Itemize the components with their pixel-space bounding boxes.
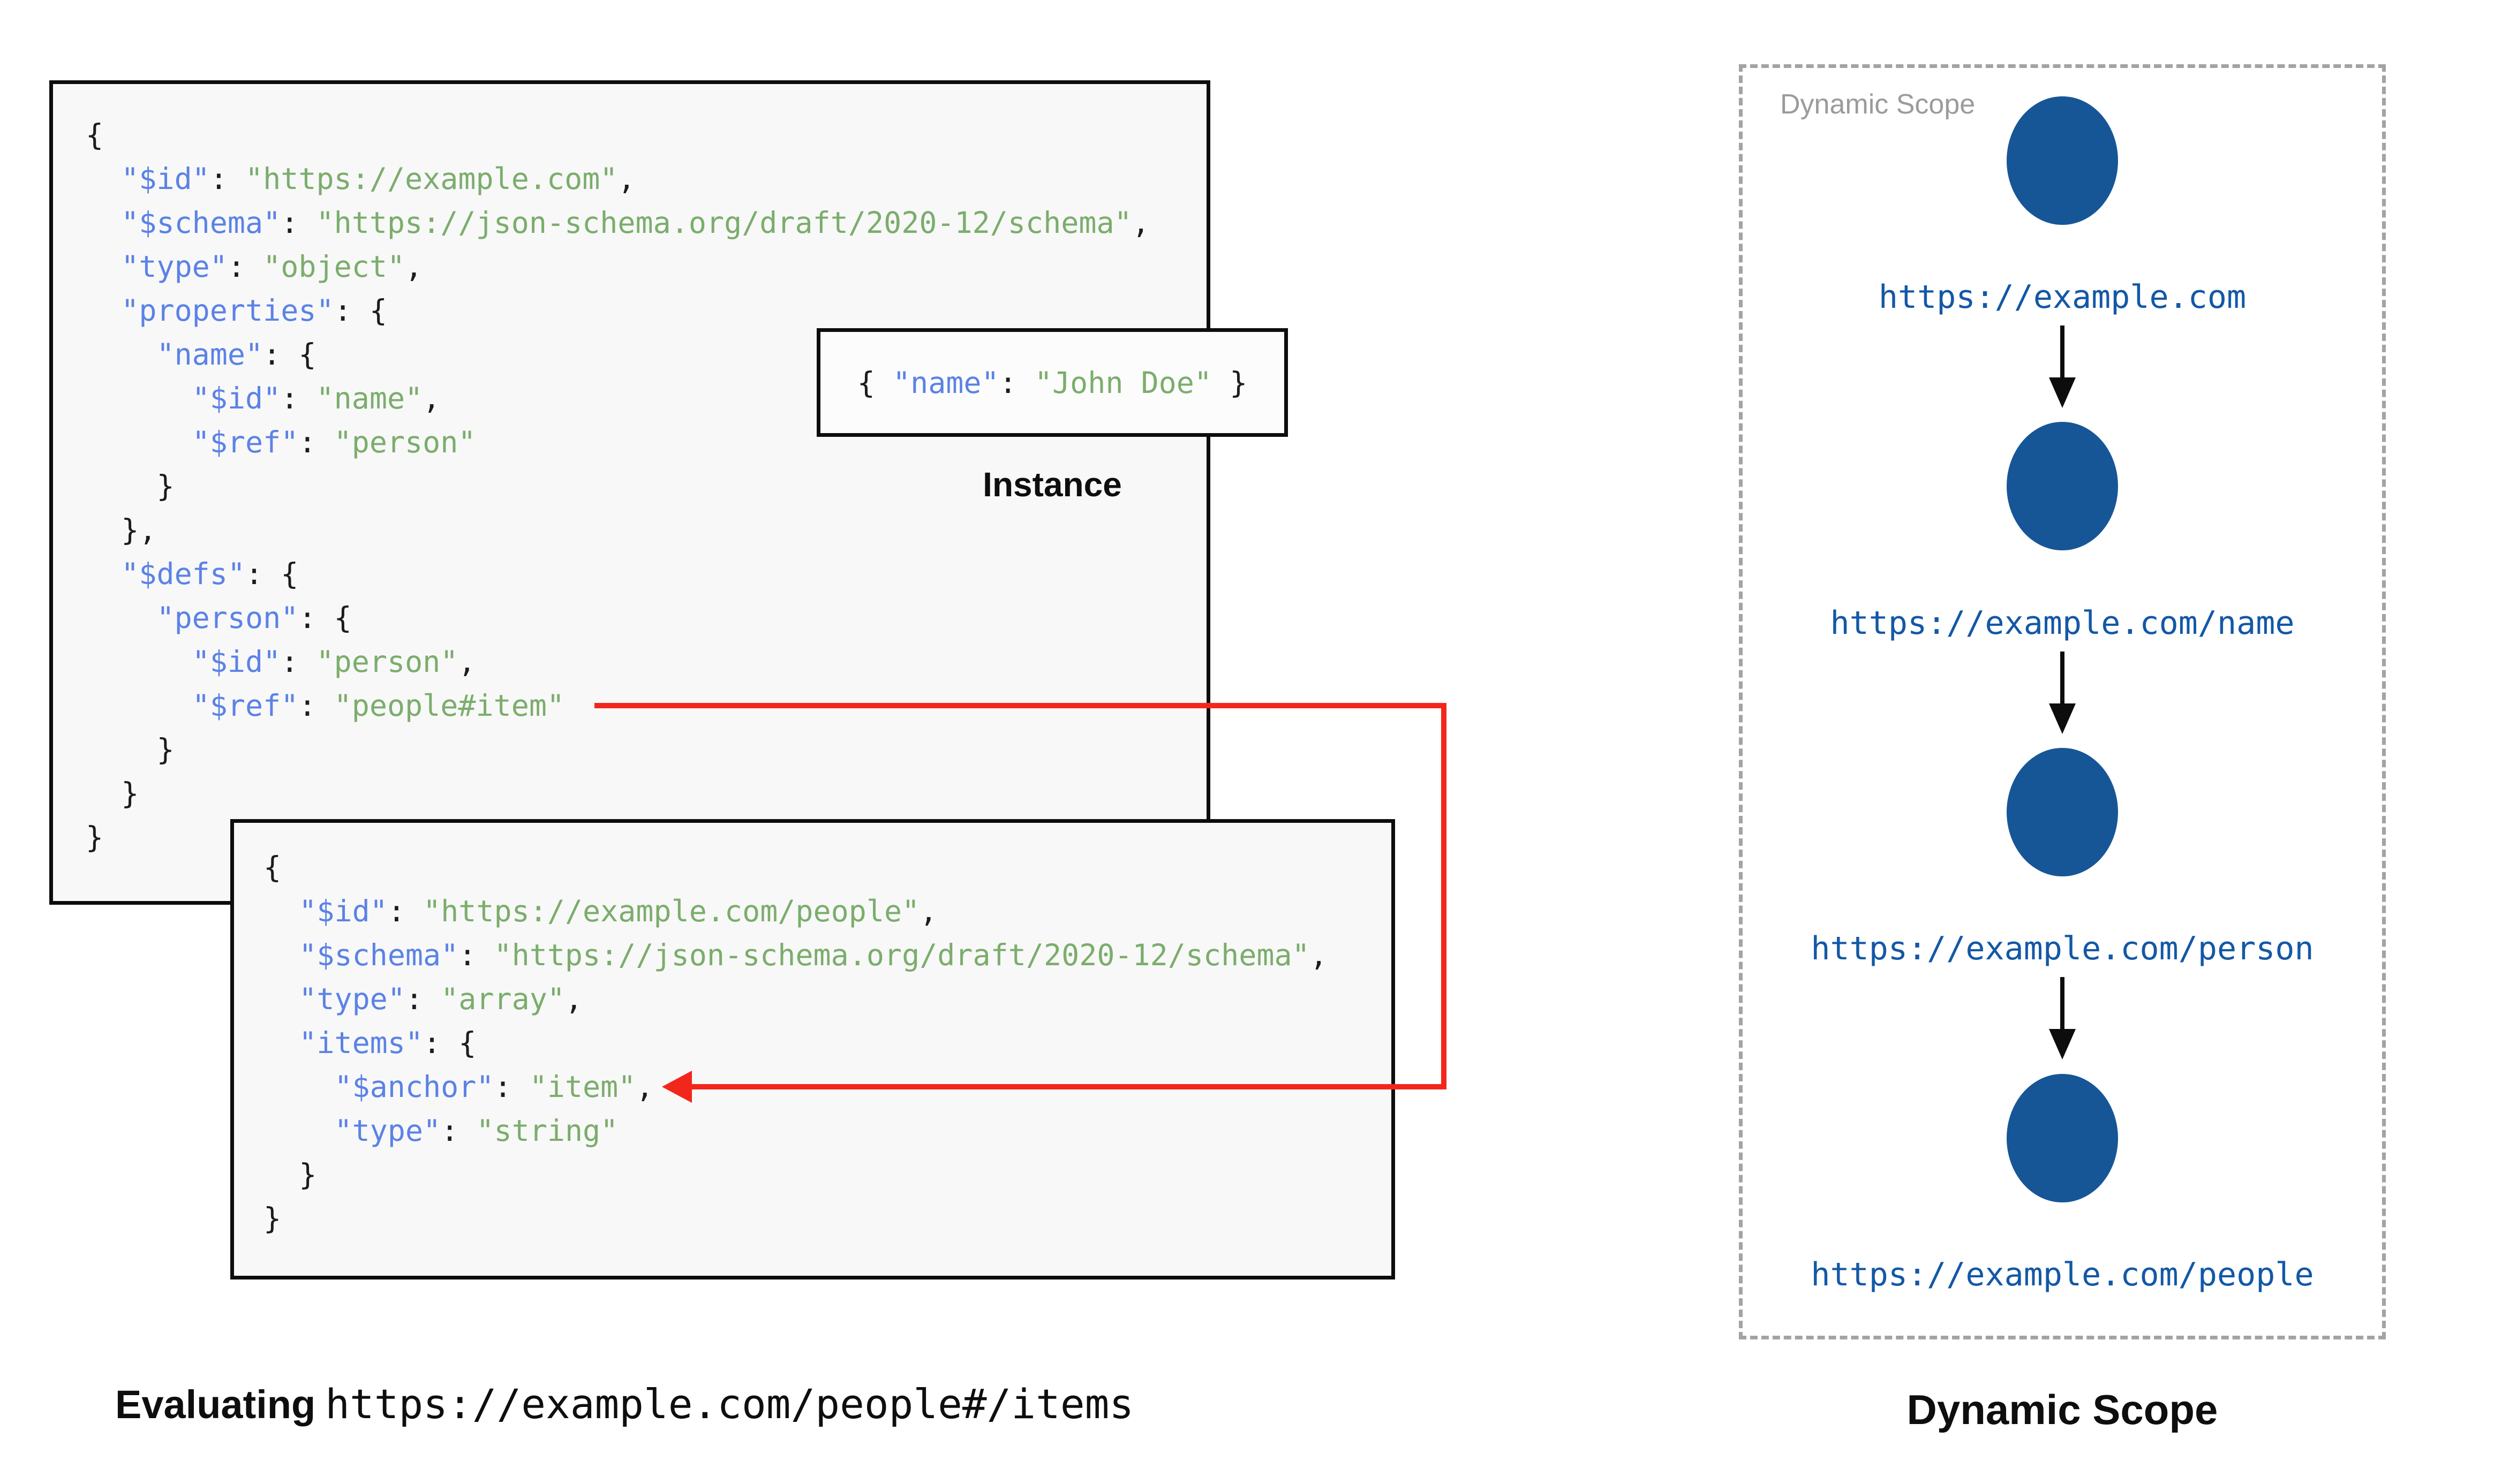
scope-node-url: https://example.com/people [1811, 1256, 2314, 1293]
code-line: "type": "array", [299, 982, 583, 1016]
code-line: { [263, 850, 282, 884]
scope-node-circle [2007, 422, 2118, 550]
scope-node-url: https://example.com/name [1830, 604, 2295, 642]
code-line: { "name": "John Doe" } [857, 365, 1248, 400]
code-line: } [86, 820, 104, 854]
code-line: "$schema": "https://json-schema.org/draf… [121, 206, 1150, 240]
code-line: "$id": "https://example.com", [121, 162, 636, 196]
code-line: } [86, 469, 175, 503]
code-line: "$ref": "people#item" [192, 688, 565, 723]
people-schema-panel: { "$id": "https://example.com/people", "… [230, 819, 1395, 1279]
code-line: } [86, 776, 139, 811]
instance-code: { "name": "John Doe" } [857, 361, 1248, 405]
code-line: "$id": "https://example.com/people", [299, 894, 938, 928]
evaluating-uri: https://example.com/people#/items [325, 1380, 1134, 1428]
scope-node-url: https://example.com/person [1811, 930, 2314, 967]
code-line: }, [86, 513, 157, 547]
people-schema-code: { "$id": "https://example.com/people", "… [263, 845, 1381, 1240]
code-line: } [86, 732, 175, 767]
code-line: "$id": "person", [192, 645, 476, 679]
code-line: "person": { [156, 601, 352, 635]
root-schema-code: { "$id": "https://example.com", "$schema… [86, 113, 1196, 859]
dynamic-scope-panel: Dynamic Scope [1739, 64, 2386, 1339]
code-line: "$defs": { [121, 557, 299, 591]
instance-label: Instance [983, 465, 1122, 504]
scope-node-circle [2007, 1074, 2118, 1202]
code-line: "type": "string" [334, 1114, 619, 1148]
scope-node-url: https://example.com [1878, 278, 2247, 316]
code-line: } [263, 1201, 282, 1236]
code-line: } [263, 1157, 317, 1192]
code-line: "name": { [156, 337, 316, 372]
code-line: "$id": "name", [192, 381, 441, 415]
code-line: "items": { [299, 1026, 477, 1060]
instance-box: { "name": "John Doe" } [817, 328, 1288, 437]
code-line: "properties": { [121, 293, 387, 328]
scope-caption: Dynamic Scope [1906, 1386, 2218, 1433]
code-line: "$schema": "https://json-schema.org/draf… [299, 938, 1328, 972]
evaluating-prefix: Evaluating [115, 1382, 316, 1427]
scope-watermark-label: Dynamic Scope [1780, 89, 1976, 120]
code-line: "type": "object", [121, 249, 423, 284]
scope-node-circle [2007, 96, 2118, 225]
code-line: { [86, 118, 104, 152]
code-line: "$ref": "person" [192, 425, 476, 459]
scope-node-circle [2007, 748, 2118, 876]
code-line: "$anchor": "item", [334, 1070, 654, 1104]
